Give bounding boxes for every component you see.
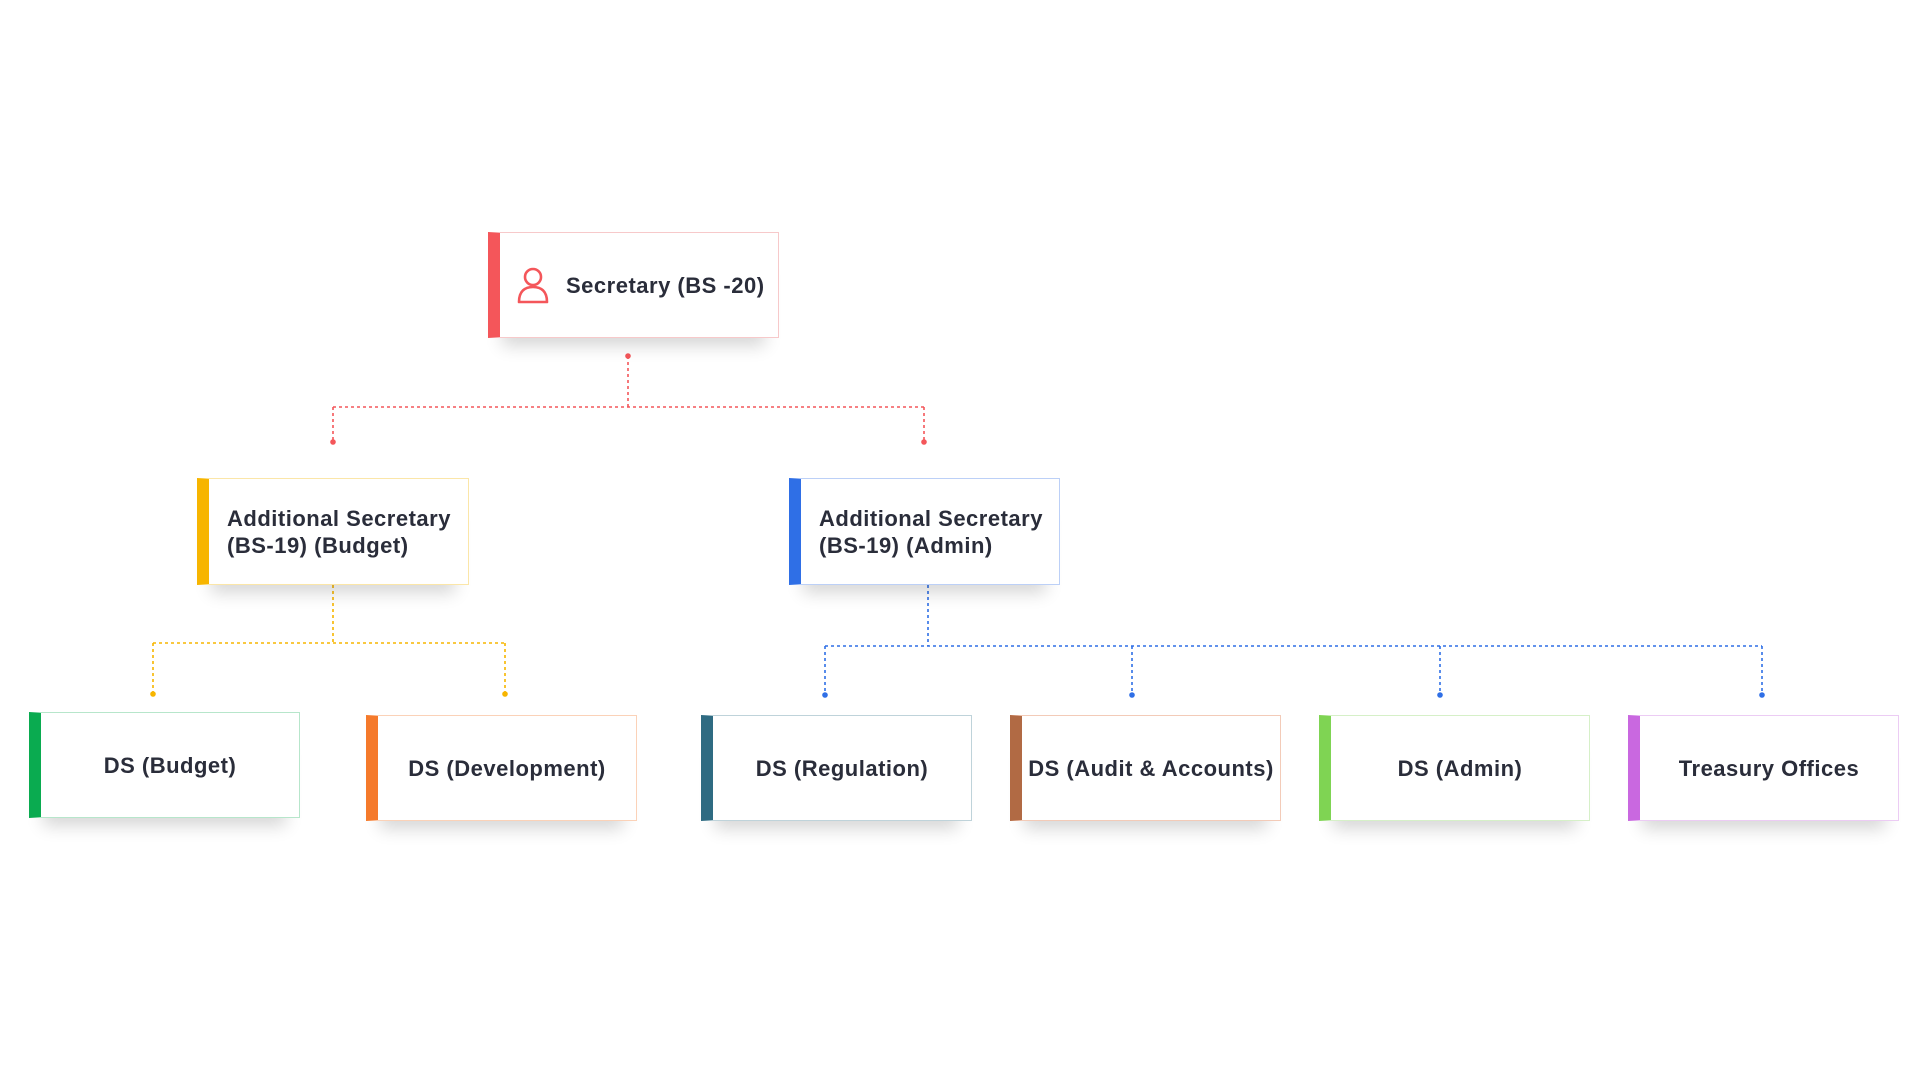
ds-budget-node[interactable]: DS (Budget)	[29, 712, 300, 818]
ds-regulation-node[interactable]: DS (Regulation)	[701, 715, 972, 821]
ds-audit-accounts-connector-dot	[1129, 692, 1135, 698]
ds-admin-label: DS (Admin)	[1397, 755, 1523, 781]
ds-budget-connector-dot	[150, 691, 156, 697]
ds-regulation-label: DS (Regulation)	[755, 755, 929, 781]
admin-connector-dot	[921, 439, 927, 445]
ds-development-connector-dot	[502, 691, 508, 697]
ds-budget-label: DS (Budget)	[103, 752, 237, 778]
budget-connector-dot	[330, 439, 336, 445]
ds-audit-accounts-label: DS (Audit & Accounts)	[1028, 755, 1274, 781]
ds-regulation-connector-dot	[822, 692, 828, 698]
ds-admin-node[interactable]: DS (Admin)	[1319, 715, 1590, 821]
additional-secretary-admin-node[interactable]: Additional Secretary (BS-19) (Admin)	[789, 478, 1060, 585]
additional-secretary-admin-label: Additional Secretary (BS-19) (Admin)	[819, 505, 1043, 558]
treasury-offices-node[interactable]: Treasury Offices	[1628, 715, 1899, 821]
treasury-offices-label: Treasury Offices	[1678, 755, 1860, 781]
ds-development-node[interactable]: DS (Development)	[366, 715, 637, 821]
person-icon	[517, 267, 549, 304]
treasury-offices-connector-dot	[1759, 692, 1765, 698]
ds-audit-accounts-node[interactable]: DS (Audit & Accounts)	[1010, 715, 1281, 821]
additional-secretary-budget-label: Additional Secretary (BS-19) (Budget)	[227, 505, 451, 558]
ds-admin-connector-dot	[1437, 692, 1443, 698]
ds-development-label: DS (Development)	[408, 755, 606, 781]
additional-secretary-budget-node[interactable]: Additional Secretary (BS-19) (Budget)	[197, 478, 469, 585]
secretary-label: Secretary (BS -20)	[566, 272, 765, 298]
secretary-node[interactable]: Secretary (BS -20)	[488, 232, 779, 338]
